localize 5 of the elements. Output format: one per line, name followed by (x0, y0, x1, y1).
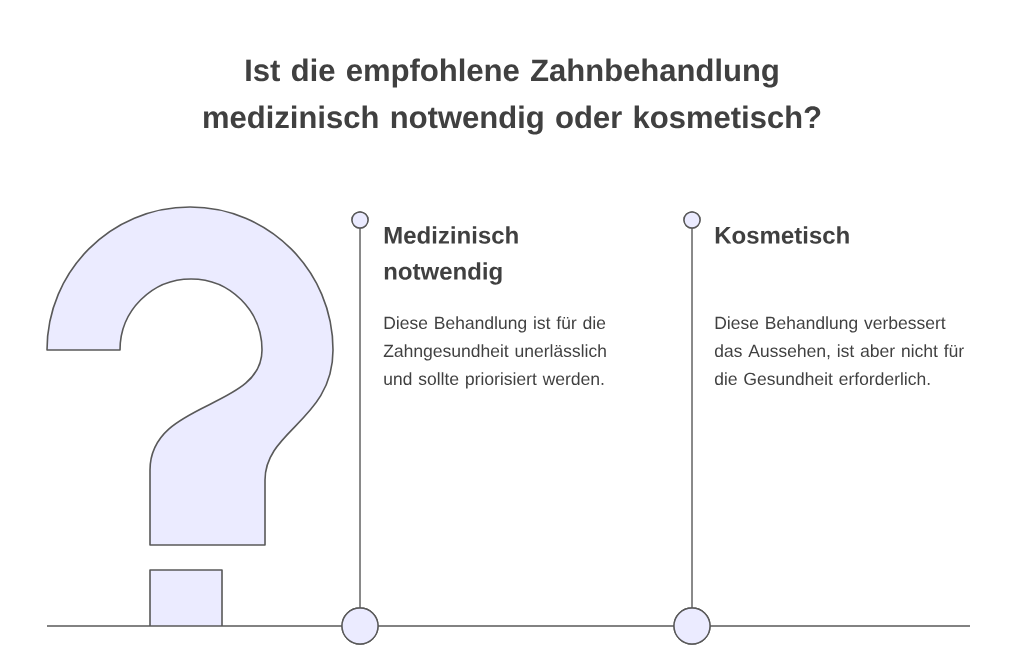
heading: Kosmetisch (715, 226, 849, 244)
description: Diese Behandlung verbessert das Aussehen, ist aber nicht für die Gesundheit erforderlich. (714, 316, 964, 386)
title: Ist die empfohlene Zahnbehandlung medizinisch notwendig oder kosmetisch? (204, 58, 821, 135)
heading: Medizinisch notwendig (384, 226, 518, 285)
description: Diese Behandlung ist für die Zahngesundheit unerlässlich und sollte priorisiert werden. (383, 316, 606, 389)
